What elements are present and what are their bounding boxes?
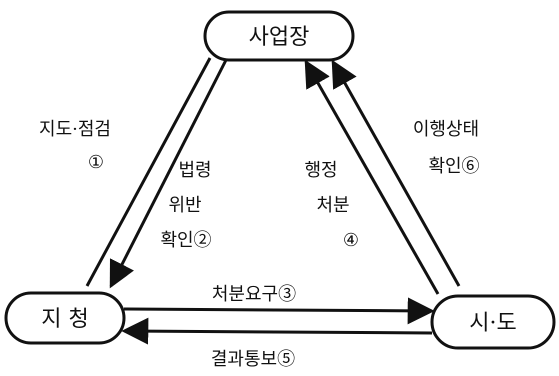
label-violation-line3: 확인② bbox=[160, 230, 211, 251]
node-regional-office-label: 지 청 bbox=[41, 307, 88, 332]
label-disposition-request: 처분요구③ bbox=[212, 284, 296, 305]
label-admin-num: ④ bbox=[343, 230, 359, 251]
edge-office-province bbox=[121, 297, 435, 345]
label-admin-line2: 처분 bbox=[316, 195, 349, 216]
edge-province-to-workplace bbox=[304, 59, 461, 295]
label-inspection-num: ① bbox=[88, 152, 104, 173]
label-compliance-line1: 이행상태 bbox=[413, 119, 479, 140]
edge-workplace-to-office bbox=[85, 57, 228, 289]
label-admin-line1: 행정 bbox=[304, 160, 337, 181]
label-violation-line2: 위반 bbox=[168, 195, 201, 216]
node-workplace: 사업장 bbox=[203, 10, 355, 62]
node-regional-office: 지 청 bbox=[4, 291, 126, 345]
label-inspection: 지도·점검 bbox=[39, 119, 111, 140]
node-workplace-label: 사업장 bbox=[249, 25, 310, 50]
label-violation-line1: 법령 bbox=[178, 160, 211, 181]
label-compliance-line2: 확인⑥ bbox=[428, 156, 479, 177]
label-result-notice: 결과통보⑤ bbox=[211, 349, 295, 370]
node-province: 시·도 bbox=[430, 294, 556, 350]
node-province-label: 시·도 bbox=[469, 311, 516, 336]
